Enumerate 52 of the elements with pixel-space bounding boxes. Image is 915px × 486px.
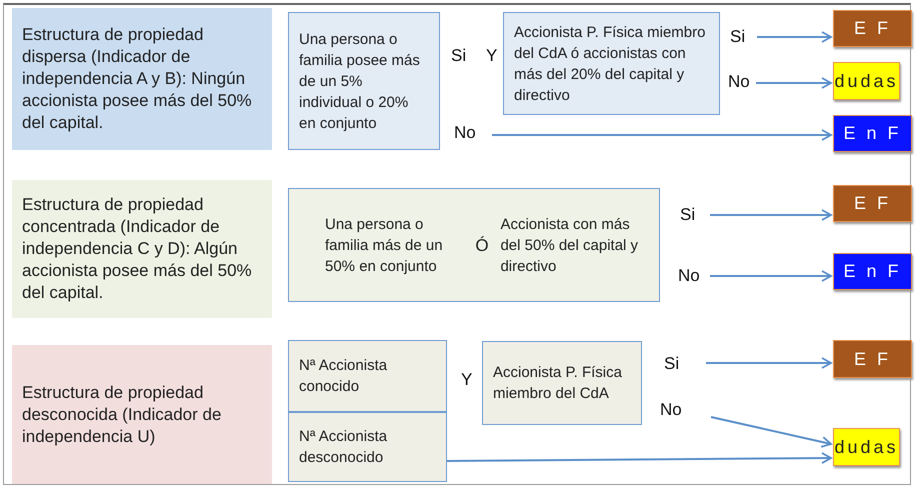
result-label: E F <box>854 18 891 39</box>
node-text: Accionista P. Física miembro del CdA ó accionistas con más del 20% del capital y directivo <box>514 22 706 106</box>
arrow <box>710 416 832 448</box>
result-box <box>833 428 900 466</box>
node-text: Nª Accionista conocido <box>299 356 388 397</box>
ownership-band <box>12 345 272 484</box>
ownership-band <box>12 8 272 150</box>
connector-word: Y <box>461 370 472 390</box>
result-label: dudas <box>834 436 899 458</box>
result-box <box>833 253 912 290</box>
arrow <box>756 77 832 89</box>
edge-label: Si <box>680 205 696 225</box>
node-text: Estructura de propiedad dispersa (Indicador de independencia A y B): Ningún accionista posee más del 50% del capital. <box>22 24 253 134</box>
edge-label: No <box>728 72 750 92</box>
connector-word: Y <box>486 46 498 66</box>
arrow <box>706 357 832 369</box>
result-box <box>833 340 912 378</box>
edge-label: No <box>660 400 682 420</box>
arrow <box>447 452 832 464</box>
node-text: Estructura de propiedad concentrada (Indicador de independencia C y D): Algún accionista posee más del 50% del capital. <box>22 194 253 304</box>
result-box <box>833 10 912 47</box>
arrow <box>492 129 832 141</box>
result-box <box>833 62 900 100</box>
result-label: dudas <box>834 70 899 92</box>
condition-box <box>503 12 720 115</box>
ownership-band <box>12 180 272 318</box>
arrow <box>710 209 832 221</box>
node-text: Accionista con más del 50% del capital y directivo <box>500 214 639 276</box>
node-text: Una persona o familia posee más de un 5% individual o 20% en conjunto <box>299 30 421 134</box>
result-label: E n F <box>843 261 902 282</box>
node-text: Nª Accionista desconocido <box>299 427 388 468</box>
arrow <box>757 31 832 43</box>
edge-label: No <box>454 123 476 143</box>
node-text: Estructura de propiedad desconocida (Indicador de independencia U) <box>22 382 222 448</box>
condition-box <box>288 12 440 150</box>
result-label: E F <box>854 348 891 370</box>
edge-label: Si <box>664 354 680 374</box>
result-label: E n F <box>843 123 902 144</box>
condition-box <box>482 341 642 425</box>
connector-word: Si <box>451 46 466 66</box>
node-text: Accionista P. Física miembro del CdA <box>493 363 623 404</box>
result-label: E F <box>854 193 891 214</box>
arrow <box>710 270 832 282</box>
edge-label: No <box>678 266 700 286</box>
condition-box <box>288 412 447 482</box>
condition-box <box>288 188 660 302</box>
edge-label: Si <box>730 27 746 47</box>
node-text: Una persona o familia más de un 50% en conjunto <box>325 214 444 276</box>
result-box <box>833 185 912 222</box>
result-box <box>833 115 912 152</box>
connector-word: Ó <box>474 234 490 256</box>
condition-box <box>288 340 447 412</box>
